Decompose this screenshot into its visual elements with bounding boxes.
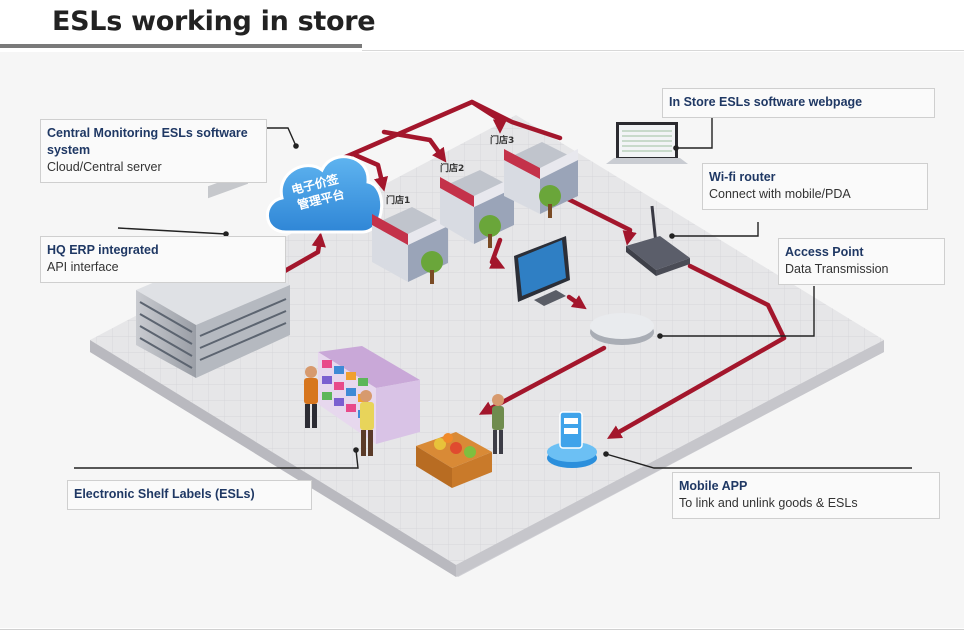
store-1-icon	[372, 207, 448, 284]
leader-dots	[223, 143, 679, 457]
callout-mobile-app: Mobile APP To link and unlink goods & ES…	[672, 472, 940, 519]
callout-erp-title: HQ ERP integrated	[47, 243, 159, 257]
store-1-label: 门店1	[386, 194, 410, 206]
callout-esl-title: Electronic Shelf Labels (ESLs)	[74, 487, 255, 501]
title-underline	[0, 44, 362, 48]
monitor-icon	[514, 236, 570, 306]
callout-wifi-router: Wi-fi router Connect with mobile/PDA	[702, 163, 928, 210]
wifi-router-icon	[626, 205, 690, 276]
customer-figure	[492, 394, 504, 454]
page-title: ESLs working in store	[52, 6, 376, 37]
store-2-icon	[440, 170, 514, 248]
callout-router-title: Wi-fi router	[709, 170, 776, 184]
header-divider	[362, 50, 964, 51]
shelf-scene	[304, 346, 504, 488]
clerk-figure	[360, 390, 374, 456]
store-2-label: 门店2	[440, 162, 464, 174]
laptop-icon	[606, 122, 688, 164]
store-group: 门店1 门店2 门店3	[372, 134, 578, 284]
store-floor	[90, 115, 884, 577]
shopper-figure	[304, 366, 318, 428]
callout-access-point: Access Point Data Transmission	[778, 238, 945, 285]
callout-erp-subtitle: API interface	[47, 260, 119, 274]
callout-webpage-title: In Store ESLs software webpage	[669, 95, 863, 109]
callout-esl: Electronic Shelf Labels (ESLs)	[67, 480, 312, 510]
callout-router-subtitle: Connect with mobile/PDA	[709, 187, 851, 201]
callout-central-subtitle: Cloud/Central server	[47, 160, 162, 174]
access-point-icon	[590, 313, 654, 345]
cloud-server-icon: 电子价签 管理平台	[266, 155, 383, 234]
callout-mobile-title: Mobile APP	[679, 479, 748, 493]
data-flow-arrows	[280, 99, 787, 439]
callout-webpage: In Store ESLs software webpage	[662, 88, 935, 118]
callout-hq-erp: HQ ERP integrated API interface	[40, 236, 286, 283]
callout-leader-lines	[74, 118, 912, 469]
callout-ap-subtitle: Data Transmission	[785, 262, 889, 276]
callout-ap-title: Access Point	[785, 245, 864, 259]
callout-mobile-subtitle: To link and unlink goods & ESLs	[679, 496, 858, 510]
callout-central-monitoring: Central Monitoring ESLs software system …	[40, 119, 267, 183]
mobile-app-icon	[547, 411, 597, 468]
store-3-label: 门店3	[490, 134, 514, 146]
callout-central-title: Central Monitoring ESLs software system	[47, 126, 248, 157]
store-3-icon	[504, 142, 578, 218]
footer-divider	[0, 629, 964, 630]
